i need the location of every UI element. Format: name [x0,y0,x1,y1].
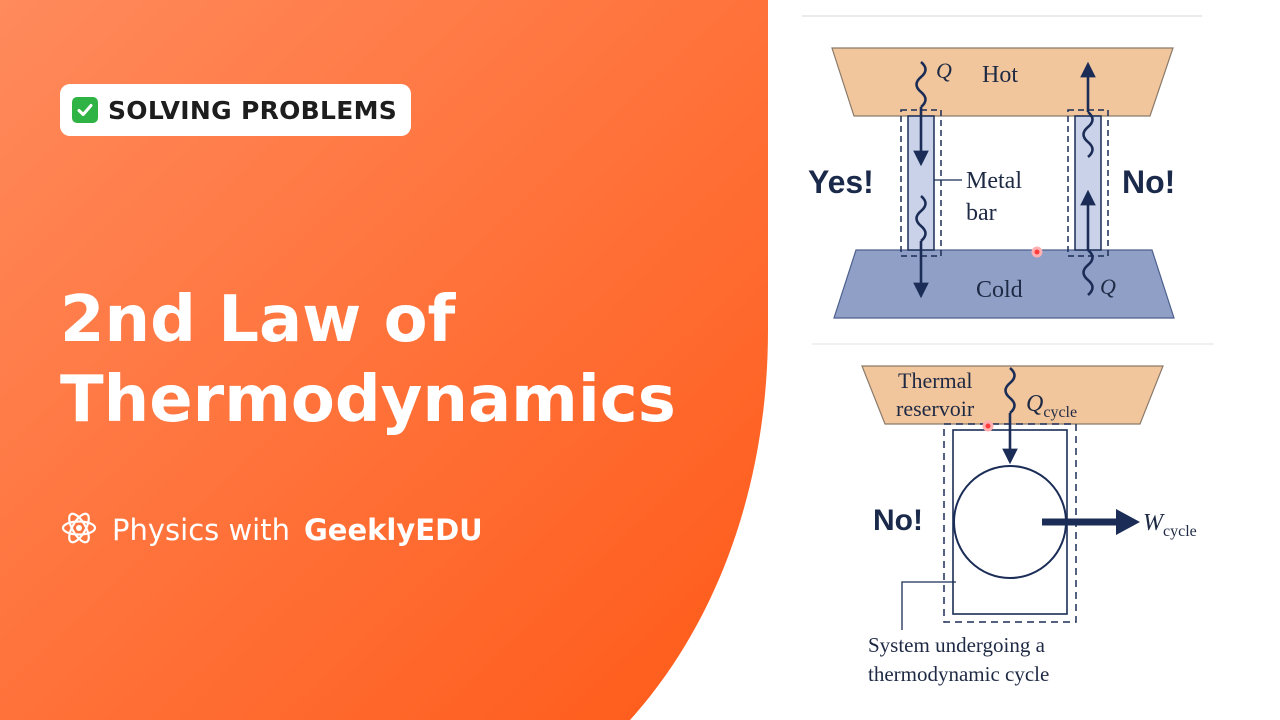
no-label-top: No! [1122,164,1175,200]
caption-line1: System undergoing a [868,633,1046,657]
w-cycle-label: Wcycle [1143,510,1197,540]
metal-bar-label-line2: bar [966,200,997,226]
reservoir-label-line2: reservoir [896,396,975,421]
hot-label: Hot [982,62,1018,88]
heat-flow-diagram: Hot Cold Q Q Metal bar Yes! No! [808,47,1175,319]
badge-label: SOLVING PROBLEMS [108,95,398,125]
metal-bar-label-line1: Metal [966,168,1022,194]
channel-byline: Physics with GeeklyEDU [60,508,483,552]
channel-prefix: Physics with [112,513,290,547]
atom-icon [60,509,98,551]
pointer-dots [982,246,1043,432]
title-line-2: Thermodynamics [60,363,676,437]
work-out-arrow [1042,509,1140,535]
caption-line2: thermodynamic cycle [868,662,1049,686]
heat-q-right: Q [1100,274,1116,299]
caption-leader [901,581,956,630]
cycle-diagram: Thermal reservoir Qcycle Wcycle No! Syst… [861,365,1197,686]
title-line-1: 2nd Law of [60,283,456,357]
heat-q-left: Q [936,58,952,83]
yes-label: Yes! [808,164,874,200]
orange-background [0,0,768,720]
cold-reservoir [833,249,1175,319]
q-cycle-label: Qcycle [1026,391,1077,421]
heat-in-arrow [1002,366,1018,465]
reservoir-label-line1: Thermal [898,368,973,393]
w-cycle-subscript: cycle [1163,523,1197,540]
no-label-bottom: No! [873,504,923,537]
heat-flow-arrow-right [1080,61,1096,297]
cold-label: Cold [976,277,1023,303]
page-title: 2nd Law of Thermodynamics [60,280,760,440]
solving-problems-badge: SOLVING PROBLEMS [60,84,412,136]
thermal-reservoir [861,365,1164,425]
q-cycle-subscript: cycle [1043,404,1077,421]
channel-brand: GeeklyEDU [304,513,483,547]
check-mark-icon [72,97,98,123]
heat-flow-arrow-left [913,60,929,299]
